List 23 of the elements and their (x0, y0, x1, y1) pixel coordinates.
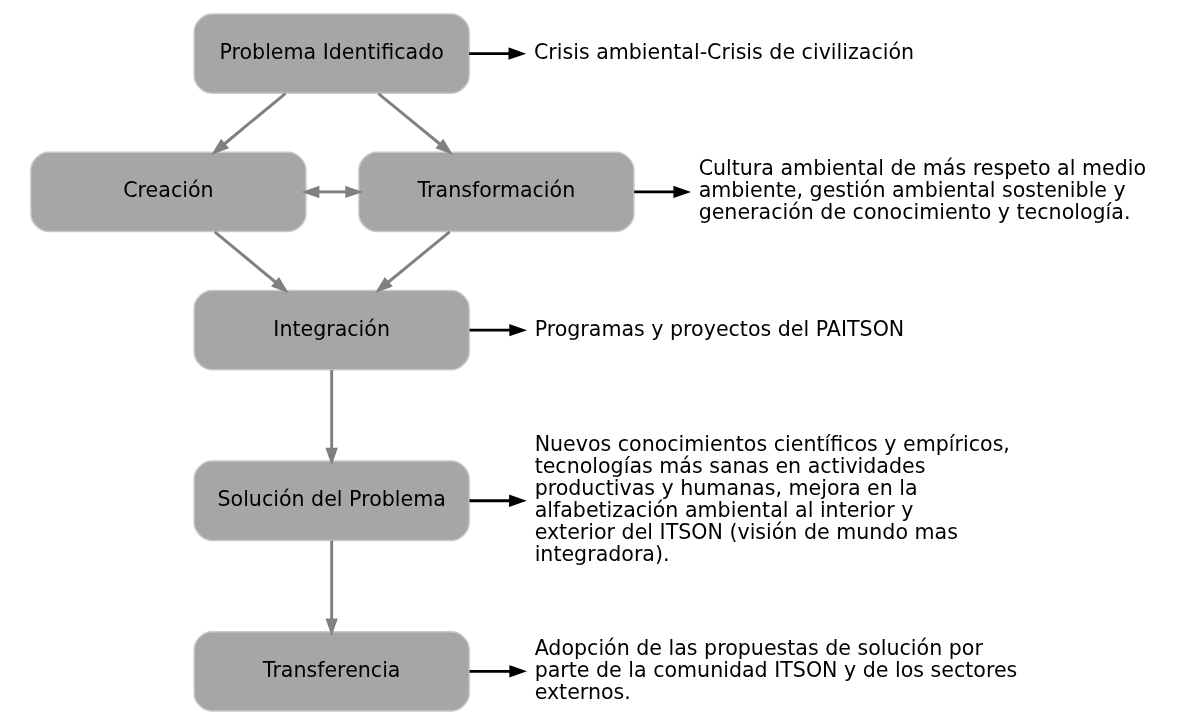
arrow (325, 370, 338, 466)
arrow (213, 230, 289, 293)
arrow (634, 185, 692, 199)
arrow (211, 92, 287, 155)
arrow (469, 47, 527, 60)
node-text: Adopción de las propuestas de solución por parte de la comunidad ITSON y de los sectores externos. (534, 635, 1018, 704)
node-box: Creación (30, 151, 307, 233)
node-text: Nuevos conocimientos científicos y empíricos, tecnologías más sanas en actividades productivas y humanas, mejora en la alfabetización ambiental al interior y exterior del ITSON (visión de mundo mas integradora). (534, 432, 1010, 567)
node-text: Programas y proyectos del PAITSON (534, 316, 905, 341)
arrow (469, 323, 527, 337)
node-text: Cultura ambiental de más respeto al medio ambiente, gestión ambiental sostenible y generación de conocimiento y tecnología. (698, 156, 1147, 225)
node-box: Solución del Problema (193, 460, 470, 542)
arrow (375, 230, 451, 293)
arrow (325, 540, 338, 637)
arrow (469, 665, 527, 678)
node-box: Transformación (358, 151, 635, 233)
arrow (301, 185, 363, 199)
arrow (377, 92, 453, 155)
node-box: Transferencia (193, 630, 470, 712)
node-box: Problema Identificado (193, 13, 470, 95)
arrow (469, 494, 527, 507)
node-text: Crisis ambiental-Crisis de civilización (533, 40, 915, 65)
node-box: Integración (193, 289, 470, 371)
